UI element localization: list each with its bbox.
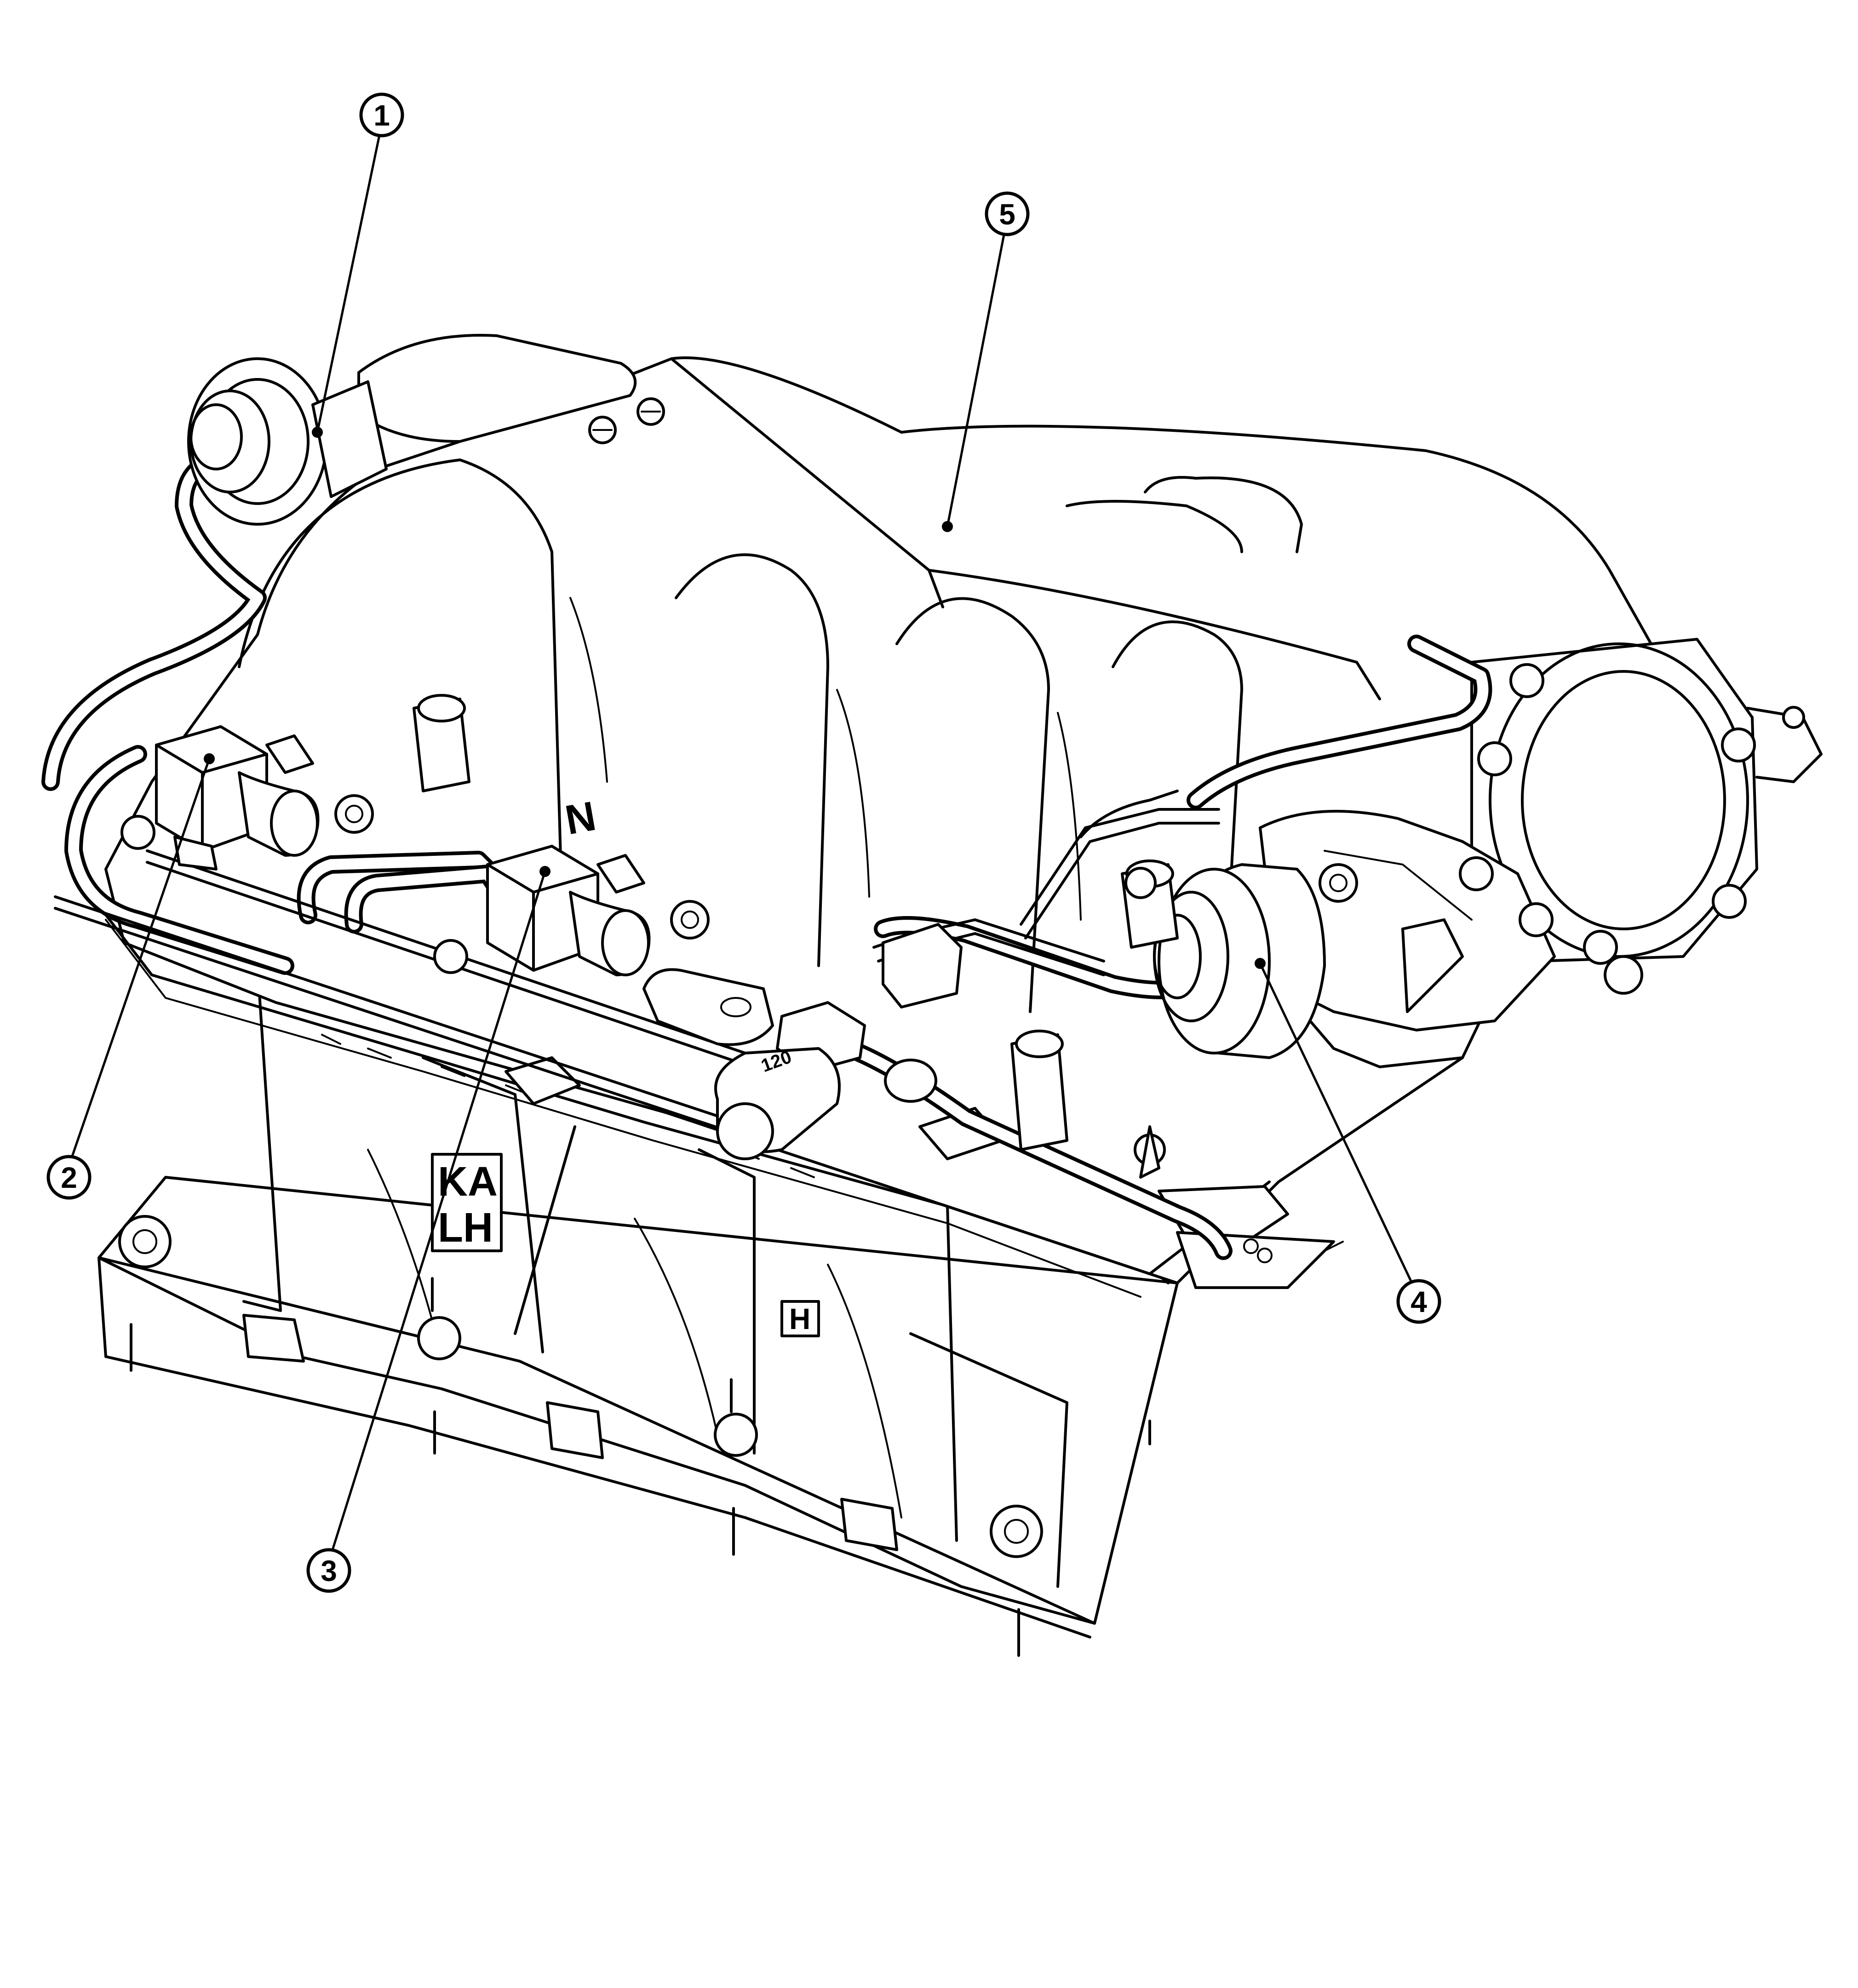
callout-2: 2 bbox=[46, 1155, 92, 1200]
solenoid-valve-2 bbox=[433, 845, 710, 976]
pressure-sensor bbox=[642, 923, 963, 1160]
code-plate bbox=[431, 1153, 503, 1252]
callout-2-label: 2 bbox=[61, 1161, 77, 1194]
callout-5-label: 5 bbox=[999, 198, 1015, 231]
h-mark: H bbox=[789, 1302, 810, 1335]
cast-markings: N KA LH H 120 bbox=[431, 793, 820, 1337]
callout-3: 3 bbox=[306, 1548, 351, 1593]
solenoid-valve-1 bbox=[120, 725, 374, 871]
callout-4-label: 4 bbox=[1411, 1285, 1427, 1318]
code-bottom: LH bbox=[438, 1205, 493, 1251]
callout-4: 4 bbox=[1396, 1279, 1441, 1324]
actuator-housing bbox=[1259, 810, 1643, 1068]
callout-1-label: 1 bbox=[373, 99, 390, 132]
vacuum-hoses bbox=[41, 451, 1492, 1260]
h-plate bbox=[780, 1300, 820, 1337]
vacuum-actuator-2 bbox=[1153, 863, 1326, 1059]
callout-leaders bbox=[70, 124, 1413, 1555]
callout-3-label: 3 bbox=[321, 1554, 337, 1587]
callout-1: 1 bbox=[359, 92, 404, 137]
manifold-bosses bbox=[413, 694, 1179, 1179]
throttle-body bbox=[1470, 638, 1823, 965]
lower-manifold-runners bbox=[97, 918, 1179, 1657]
vacuum-actuator-1 bbox=[187, 357, 388, 526]
callout-5: 5 bbox=[985, 191, 1030, 236]
